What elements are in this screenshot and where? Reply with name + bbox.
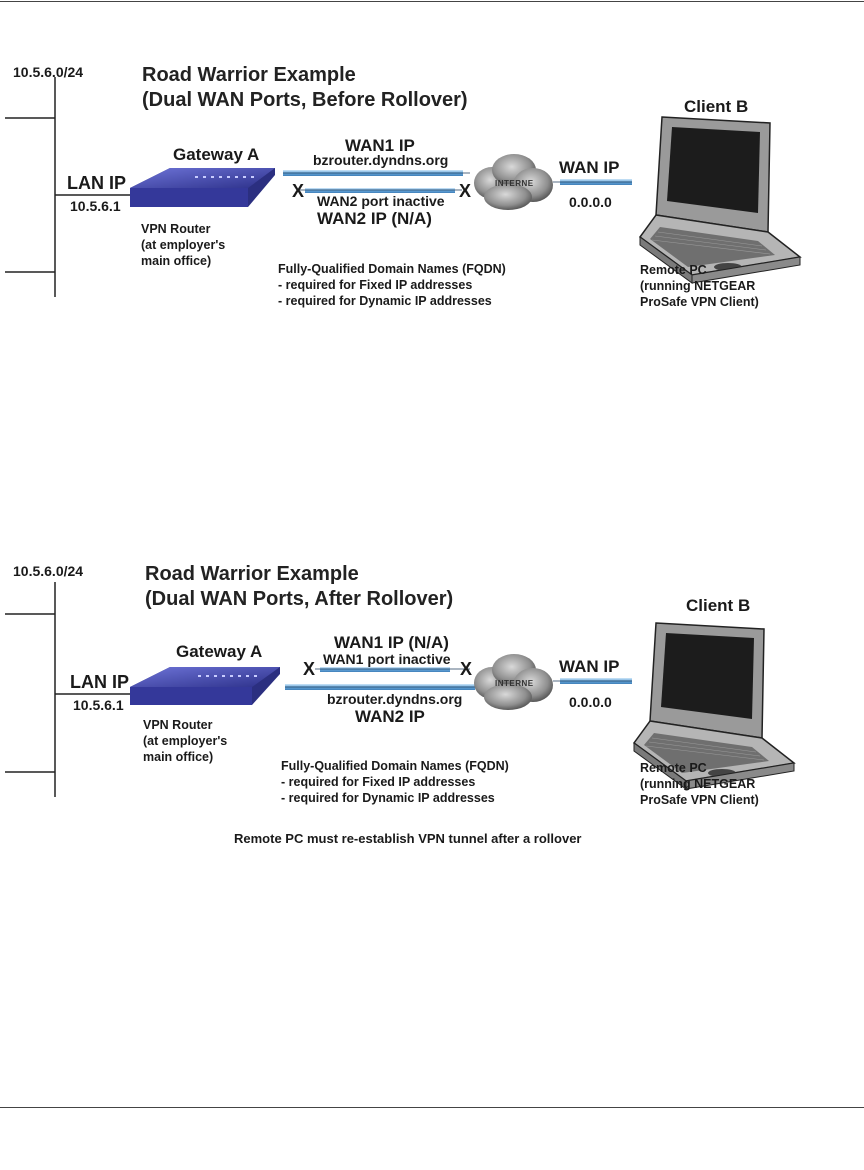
internet-label: INTERNE: [495, 179, 534, 188]
wan2-link: [305, 188, 455, 193]
diagram-artwork: [5, 582, 796, 797]
wan1-label: WAN1 IP (N/A): [334, 633, 449, 652]
client-wan-label: WAN IP: [559, 158, 620, 177]
internet-cloud-icon: [474, 654, 553, 710]
subnet-label: 10.5.6.0/24: [13, 563, 84, 579]
rollover-note: Remote PC must re-establish VPN tunnel a…: [234, 831, 582, 846]
wan1-status: WAN1 port inactive: [323, 651, 451, 667]
client-wan-value: 0.0.0.0: [569, 694, 612, 710]
wan1-hostname: bzrouter.dyndns.org: [313, 152, 449, 168]
diagram-after-rollover: 10.5.6.0/24 Road Warrior Example (Dual W…: [0, 557, 864, 857]
subnet-label: 10.5.6.0/24: [13, 64, 84, 80]
diagram-title: Road Warrior Example: [145, 563, 359, 585]
diagram-artwork: [5, 77, 802, 297]
client-wan-label: WAN IP: [559, 657, 620, 676]
client-wan-value: 0.0.0.0: [569, 194, 612, 210]
laptop-icon: [632, 622, 796, 790]
x-mark: X: [460, 659, 473, 679]
top-rule: [0, 1, 864, 2]
x-mark: X: [303, 659, 316, 679]
x-mark: X: [292, 181, 305, 201]
diagram-subtitle: (Dual WAN Ports, Before Rollover): [142, 89, 468, 111]
wan2-hostname: bzrouter.dyndns.org: [327, 691, 463, 707]
router-icon: [130, 168, 275, 207]
client-description: Remote PC (running NETGEAR ProSafe VPN C…: [640, 263, 759, 309]
wan1-link: [320, 667, 450, 672]
laptop-icon: [638, 116, 802, 284]
wan2-label: WAN2 IP (N/A): [317, 209, 432, 228]
internet-label: INTERNE: [495, 679, 534, 688]
gateway-label: Gateway A: [173, 145, 260, 164]
lan-ip-value: 10.5.6.1: [73, 697, 124, 713]
wan2-label: WAN2 IP: [355, 707, 425, 726]
gateway-label: Gateway A: [176, 642, 263, 661]
diagram-subtitle: (Dual WAN Ports, After Rollover): [145, 588, 454, 610]
bottom-rule: [0, 1107, 864, 1108]
x-mark: X: [459, 181, 472, 201]
diagram-before-rollover: 10.5.6.0/24 Road Warrior Example (Dual W…: [0, 55, 864, 355]
lan-ip-label: LAN IP: [70, 672, 130, 692]
fqdn-notes: Fully-Qualified Domain Names (FQDN) - re…: [278, 262, 506, 308]
internet-cloud-icon: [474, 154, 553, 210]
client-label: Client B: [686, 596, 751, 615]
router-description: VPN Router (at employer's main office): [141, 222, 226, 268]
wan2-status: WAN2 port inactive: [317, 193, 445, 209]
router-description: VPN Router (at employer's main office): [143, 718, 228, 764]
client-label: Client B: [684, 97, 749, 116]
wan1-label: WAN1 IP: [345, 136, 415, 155]
diagram-title: Road Warrior Example: [142, 64, 356, 86]
router-icon: [130, 667, 280, 705]
fqdn-notes: Fully-Qualified Domain Names (FQDN) - re…: [281, 759, 509, 805]
client-description: Remote PC (running NETGEAR ProSafe VPN C…: [640, 761, 759, 807]
lan-ip-label: LAN IP: [67, 173, 127, 193]
lan-ip-value: 10.5.6.1: [70, 198, 121, 214]
